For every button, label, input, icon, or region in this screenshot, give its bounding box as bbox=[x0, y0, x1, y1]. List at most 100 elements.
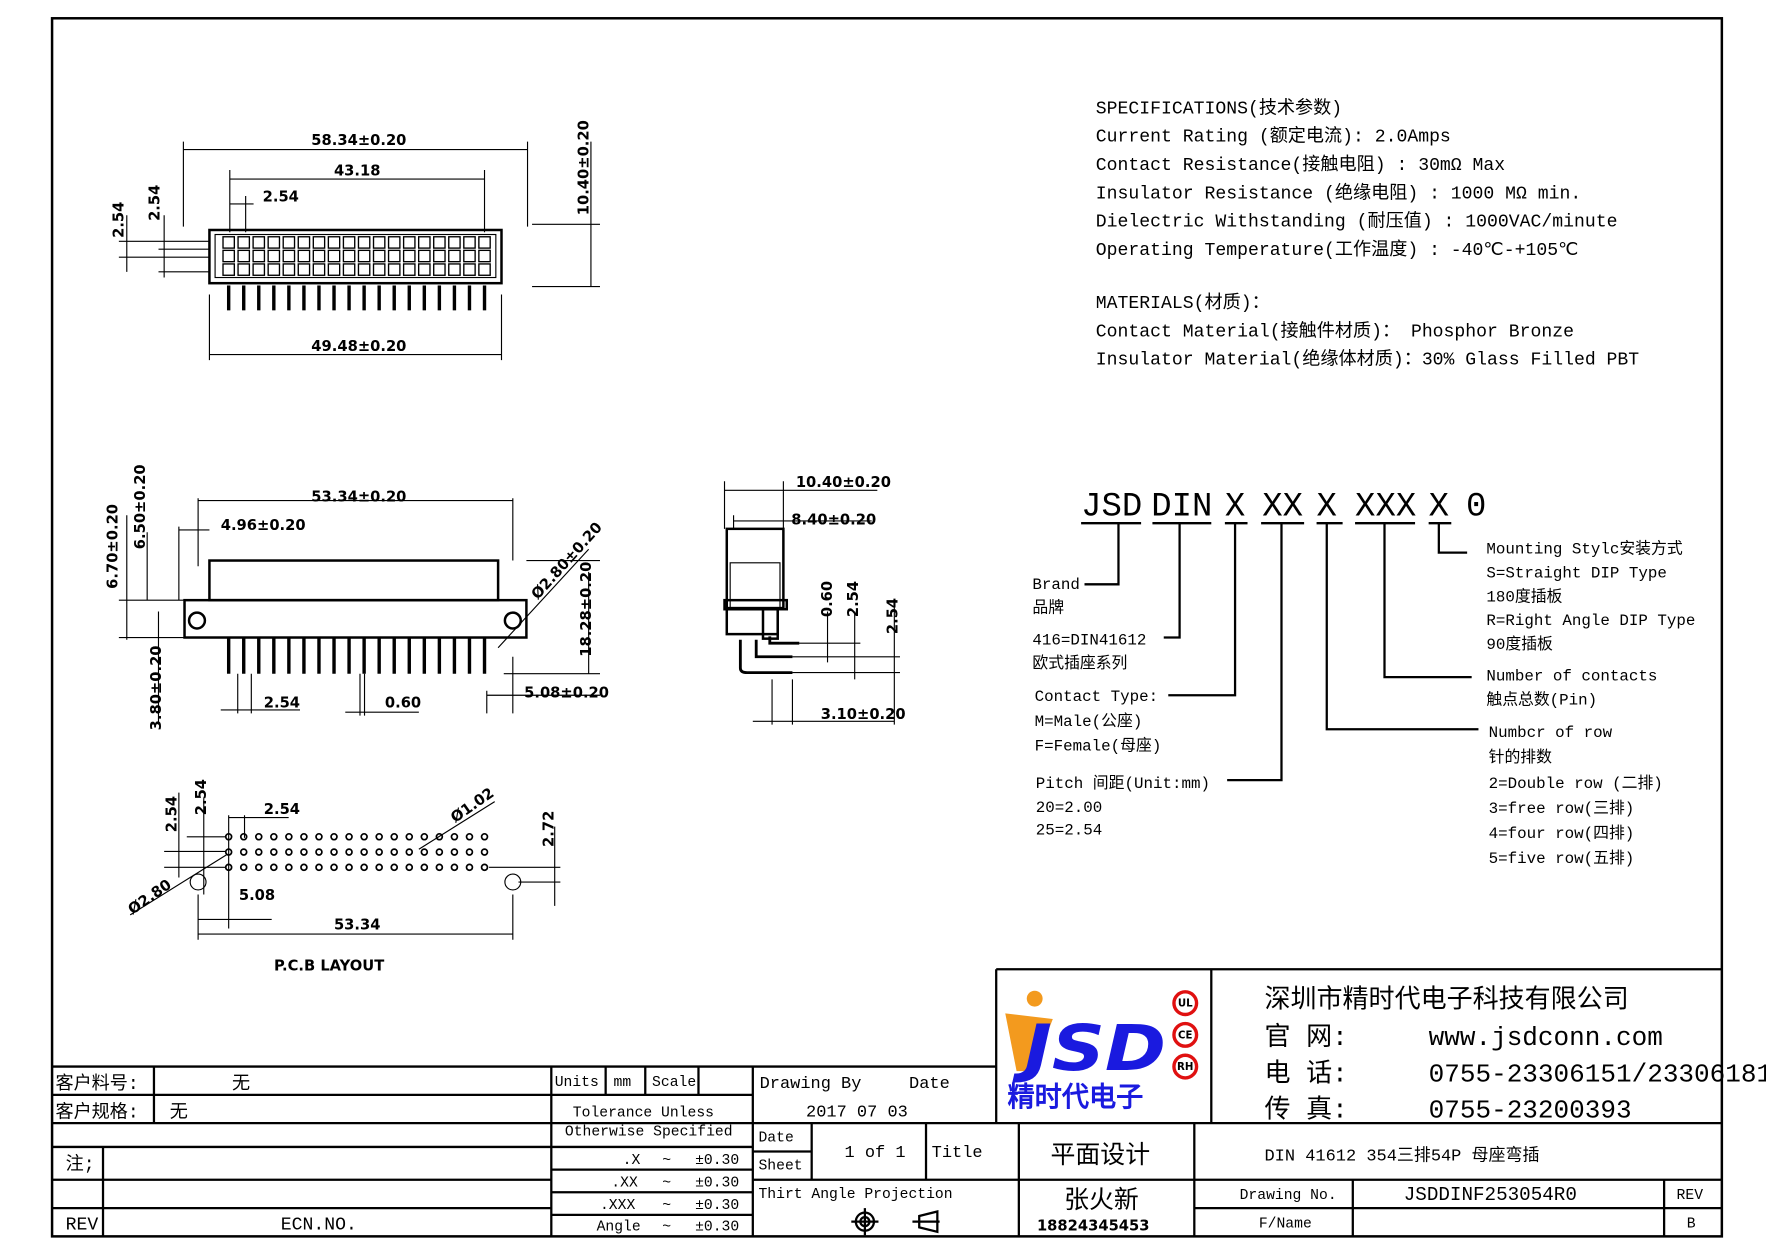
contact-grid bbox=[222, 236, 491, 276]
dim-label: 53.34±0.20 bbox=[311, 489, 406, 506]
tolerance-value: ±0.30 bbox=[695, 1220, 739, 1236]
dim-label: 53.34 bbox=[334, 917, 381, 934]
pcb-hole bbox=[360, 848, 368, 856]
pin bbox=[257, 637, 261, 674]
contact-cell bbox=[478, 263, 491, 276]
dim-label: 43.18 bbox=[334, 163, 381, 180]
rohs-badge-icon bbox=[1172, 1053, 1199, 1080]
date-value: 2017 07 03 bbox=[806, 1103, 908, 1122]
dim-label: 10.40±0.20 bbox=[576, 120, 593, 215]
pin bbox=[242, 637, 246, 674]
pin bbox=[422, 285, 427, 311]
drawing-by-label: Drawing By bbox=[760, 1075, 862, 1094]
spec-line: Current Rating (额定电流): 2.0Amps bbox=[1096, 126, 1451, 148]
pin bbox=[452, 637, 457, 674]
contact-cell bbox=[222, 263, 236, 276]
pin bbox=[452, 285, 457, 311]
notes-label: 注; bbox=[66, 1154, 95, 1176]
contact-cell bbox=[267, 263, 281, 276]
pcb-hole bbox=[285, 832, 293, 841]
pcb-hole bbox=[239, 848, 248, 856]
fax-label: 传 真: bbox=[1265, 1095, 1348, 1126]
pcb-hole bbox=[330, 832, 338, 841]
tolerance-value: ±0.30 bbox=[695, 1198, 739, 1214]
projection-symbol-icon bbox=[851, 1208, 940, 1236]
pin bbox=[302, 637, 306, 674]
dim-label: 2.54 bbox=[193, 779, 210, 815]
dim-label: 2.54 bbox=[164, 796, 181, 832]
pin bbox=[242, 285, 246, 311]
contact-cell bbox=[448, 249, 461, 263]
tolerance-note: Tolerance Unless bbox=[573, 1105, 714, 1121]
pcb-hole bbox=[315, 832, 323, 841]
spec-line: Operating Temperature(工作温度) : -40℃-+105℃ bbox=[1096, 239, 1579, 261]
contact-cell bbox=[387, 249, 401, 263]
pcb-hole bbox=[345, 863, 353, 872]
tolerance-note: Otherwise Specified bbox=[565, 1125, 733, 1141]
pcb-hole bbox=[450, 832, 459, 841]
pcb-hole bbox=[465, 863, 474, 872]
rev-value: B bbox=[1687, 1216, 1696, 1232]
pcb-hole bbox=[300, 863, 308, 872]
mounting-hole bbox=[504, 873, 522, 891]
dim-label: 8.40±0.20 bbox=[791, 511, 876, 528]
customer-part-value: 无 bbox=[232, 1074, 250, 1095]
pin bbox=[302, 285, 306, 311]
pin bbox=[392, 285, 396, 311]
pin bbox=[377, 637, 381, 674]
pin bbox=[287, 285, 291, 311]
pin bbox=[287, 637, 291, 674]
company-block: JSD 精时代电子 UL CE RH 深圳市精时代电子科技有限公司 官 网: w… bbox=[1005, 985, 1766, 1126]
contact-type-label: M=Male(公座) bbox=[1035, 712, 1143, 731]
top-view: 58.34±0.20 43.18 2.54 49.48±0.20 10.40±0… bbox=[110, 120, 600, 361]
tolerance-sep: ~ bbox=[662, 1153, 671, 1169]
dim-label: 2.54 bbox=[264, 695, 300, 712]
pin bbox=[332, 637, 336, 674]
pitch-label: 20=2.00 bbox=[1036, 799, 1103, 817]
code-segment: X bbox=[1317, 488, 1337, 526]
svg-text:CE: CE bbox=[1178, 1030, 1192, 1041]
pitch-label: Pitch 间距(Unit:mm) bbox=[1036, 774, 1210, 793]
pcb-hole bbox=[420, 848, 429, 856]
mounting-label: 90度插板 bbox=[1486, 635, 1553, 654]
mounting-label: R=Right Angle DIP Type bbox=[1486, 612, 1695, 630]
units-label: Units bbox=[555, 1075, 599, 1091]
pcb-hole bbox=[465, 848, 474, 856]
contact-cell bbox=[282, 263, 296, 276]
spec-line: Insulator Resistance (绝缘电阻) : 1000 MΩ mi… bbox=[1096, 182, 1581, 204]
contact-cell bbox=[222, 236, 236, 249]
pcb-hole bbox=[239, 863, 248, 872]
contact-cell bbox=[357, 236, 371, 249]
side-view: 10.40±0.20 8.40±0.20 0.60 2.54 2.54 3.10… bbox=[723, 474, 906, 725]
pcb-hole bbox=[270, 848, 278, 856]
dim-label: 5.08 bbox=[239, 887, 275, 904]
contacts-label: Number of contacts bbox=[1486, 668, 1657, 686]
mounting-hole bbox=[503, 611, 522, 630]
contact-cell bbox=[267, 249, 281, 263]
pcb-hole bbox=[270, 863, 278, 872]
rows-label: Numbcr of row bbox=[1489, 724, 1613, 742]
contact-cell bbox=[297, 236, 311, 249]
pcb-hole bbox=[345, 832, 353, 841]
logo-text: JSD bbox=[1012, 1011, 1166, 1085]
pcb-hole bbox=[405, 832, 414, 841]
pin bbox=[347, 285, 351, 311]
contact-cell bbox=[433, 263, 446, 276]
contact-cell bbox=[433, 249, 446, 263]
pcb-hole bbox=[390, 832, 399, 841]
pcb-hole bbox=[360, 832, 368, 841]
dim-label: 3.80±0.20 bbox=[148, 645, 165, 730]
dim-label: 18.28±0.20 bbox=[578, 562, 595, 657]
dim-label: 10.40±0.20 bbox=[796, 474, 891, 491]
customer-part-label: 客户料号: bbox=[55, 1073, 138, 1095]
company-fax: 0755-23200393 bbox=[1429, 1096, 1632, 1126]
product-title: DIN 41612 354三排54P 母座弯插 bbox=[1265, 1146, 1540, 1167]
contact-cell bbox=[252, 249, 266, 263]
pcb-hole bbox=[330, 863, 338, 872]
contact-cell bbox=[372, 263, 386, 276]
contact-cell bbox=[387, 236, 401, 249]
ul-badge-icon bbox=[1172, 990, 1199, 1017]
rows-label: 2=Double row (二排) bbox=[1489, 774, 1663, 793]
company-website[interactable]: www.jsdconn.com bbox=[1429, 1023, 1663, 1053]
